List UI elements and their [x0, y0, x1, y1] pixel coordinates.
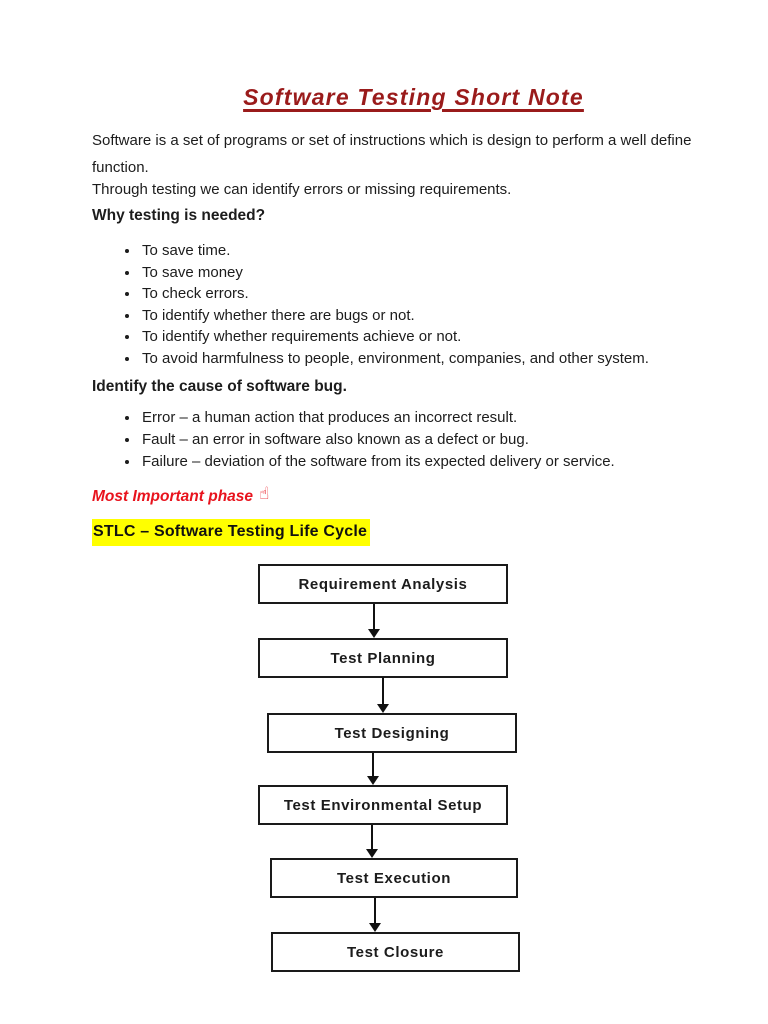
list-item: To save time. — [140, 240, 707, 262]
stlc-heading: STLC – Software Testing Life Cycle — [92, 519, 371, 546]
list-item: To identify whether there are bugs or no… — [140, 305, 707, 327]
flow-step-test-closure: Test Closure — [271, 932, 520, 972]
down-arrow-icon — [368, 604, 380, 638]
down-arrow-icon — [377, 677, 389, 713]
intro-paragraph-1: Software is a set of programs or set of … — [92, 132, 692, 176]
list-item: Failure – deviation of the software from… — [140, 451, 707, 473]
list-item: To check errors. — [140, 283, 707, 305]
flow-step-test-designing: Test Designing — [267, 713, 517, 753]
pointing-hand-icon: ☝ — [259, 484, 270, 503]
stlc-heading-line: STLC – Software Testing Life Cycle — [92, 519, 707, 546]
intro-paragraph-2: Through testing we can identify errors o… — [92, 181, 512, 198]
flow-step-test-environmental-setup: Test Environmental Setup — [258, 785, 508, 825]
down-arrow-icon — [369, 898, 381, 932]
list-item: Error – a human action that produces an … — [140, 407, 707, 429]
list-item: To identify whether requirements achieve… — [140, 326, 707, 348]
flow-step-test-planning: Test Planning — [258, 638, 508, 678]
flow-step-requirement-analysis: Requirement Analysis — [258, 564, 508, 604]
list-item: Fault – an error in software also known … — [140, 429, 707, 451]
list-item: To avoid harmfulness to people, environm… — [140, 348, 707, 370]
important-phase-label: Most Important phase — [92, 488, 254, 505]
bug-cause-list: Error – a human action that produces an … — [92, 407, 707, 473]
flow-step-test-execution: Test Execution — [270, 858, 518, 898]
why-testing-list: To save time. To save money To check err… — [92, 240, 707, 369]
down-arrow-icon — [366, 825, 378, 858]
down-arrow-icon — [367, 753, 379, 785]
important-phase-note: Most Important phase ☝ — [92, 484, 707, 506]
bug-cause-heading: Identify the cause of software bug. — [92, 378, 347, 395]
why-testing-heading: Why testing is needed? — [92, 207, 266, 224]
list-item: To save money — [140, 262, 707, 284]
page-title: Software Testing Short Note — [243, 84, 584, 110]
